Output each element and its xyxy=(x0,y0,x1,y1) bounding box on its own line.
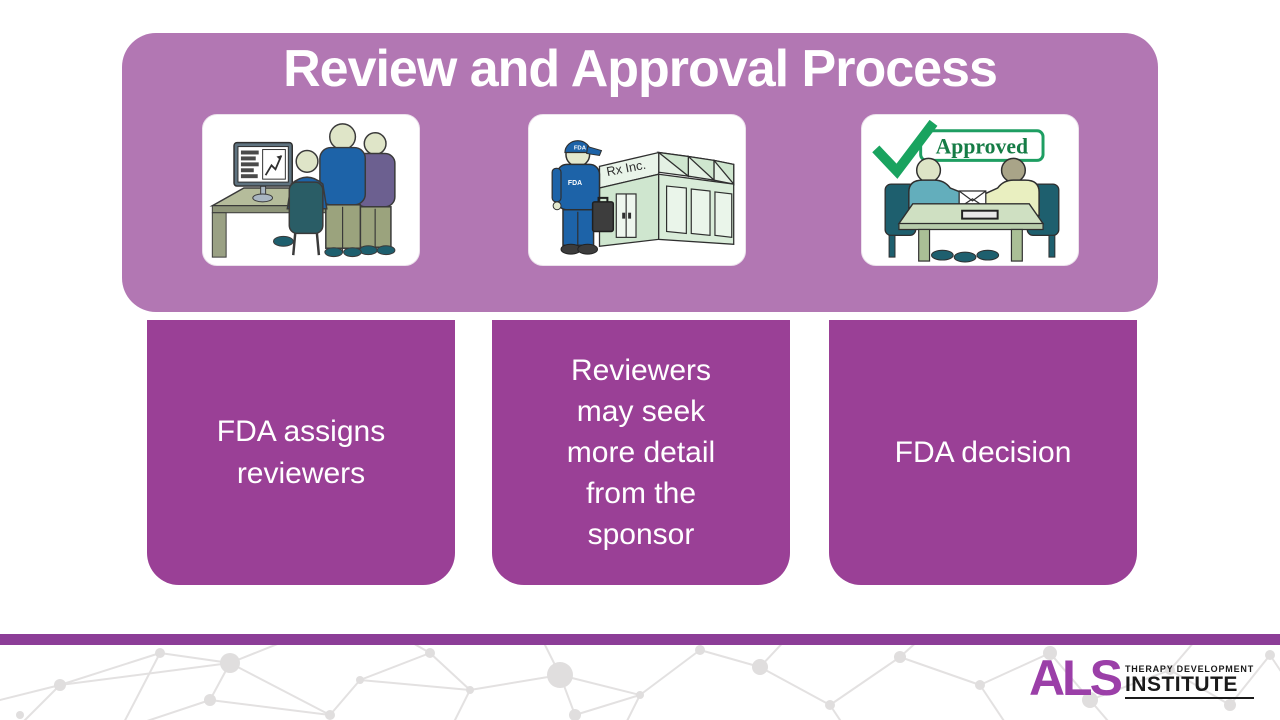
approved-stamp-label: Approved xyxy=(936,134,1028,158)
building-name-label: Rx Inc. xyxy=(605,157,647,179)
reviewers-at-computer-illustration xyxy=(209,123,396,258)
step-label: FDA decision xyxy=(894,435,1072,469)
fda-inspector-at-facility-illustration: Rx Inc. FDA FDA xyxy=(551,140,735,255)
logo-wordmark: THERAPY DEVELOPMENT INSTITUTE xyxy=(1124,664,1254,699)
network-pattern xyxy=(0,645,1280,720)
logo-therapy-development-text: THERAPY DEVELOPMENT xyxy=(1124,664,1254,674)
approval-meeting-illustration: Approved xyxy=(872,119,1060,263)
image-card-inspector: Rx Inc. FDA FDA xyxy=(528,114,746,266)
step-label: Reviewers may seek more detail from the … xyxy=(566,353,716,552)
step-box-fda-decision: FDA decision xyxy=(829,320,1137,585)
step-box-fda-assigns-reviewers: FDA assigns reviewers xyxy=(147,320,455,585)
page-title: Review and Approval Process xyxy=(283,40,998,98)
footer: ALS THERAPY DEVELOPMENT INSTITUTE xyxy=(0,645,1280,720)
als-tdi-logo: ALS THERAPY DEVELOPMENT INSTITUTE xyxy=(1028,650,1254,706)
step-box-reviewers-seek-detail: Reviewers may seek more detail from the … xyxy=(492,320,790,585)
accent-divider-bar xyxy=(0,634,1280,645)
image-card-reviewers xyxy=(202,114,420,266)
logo-institute-text: INSTITUTE xyxy=(1124,673,1238,696)
step-label: FDA assigns reviewers xyxy=(216,415,386,490)
shirt-fda-label: FDA xyxy=(568,180,582,187)
logo-als-text: ALS xyxy=(1028,650,1123,706)
image-card-approved: Approved xyxy=(861,114,1079,266)
cap-fda-label: FDA xyxy=(574,146,587,152)
